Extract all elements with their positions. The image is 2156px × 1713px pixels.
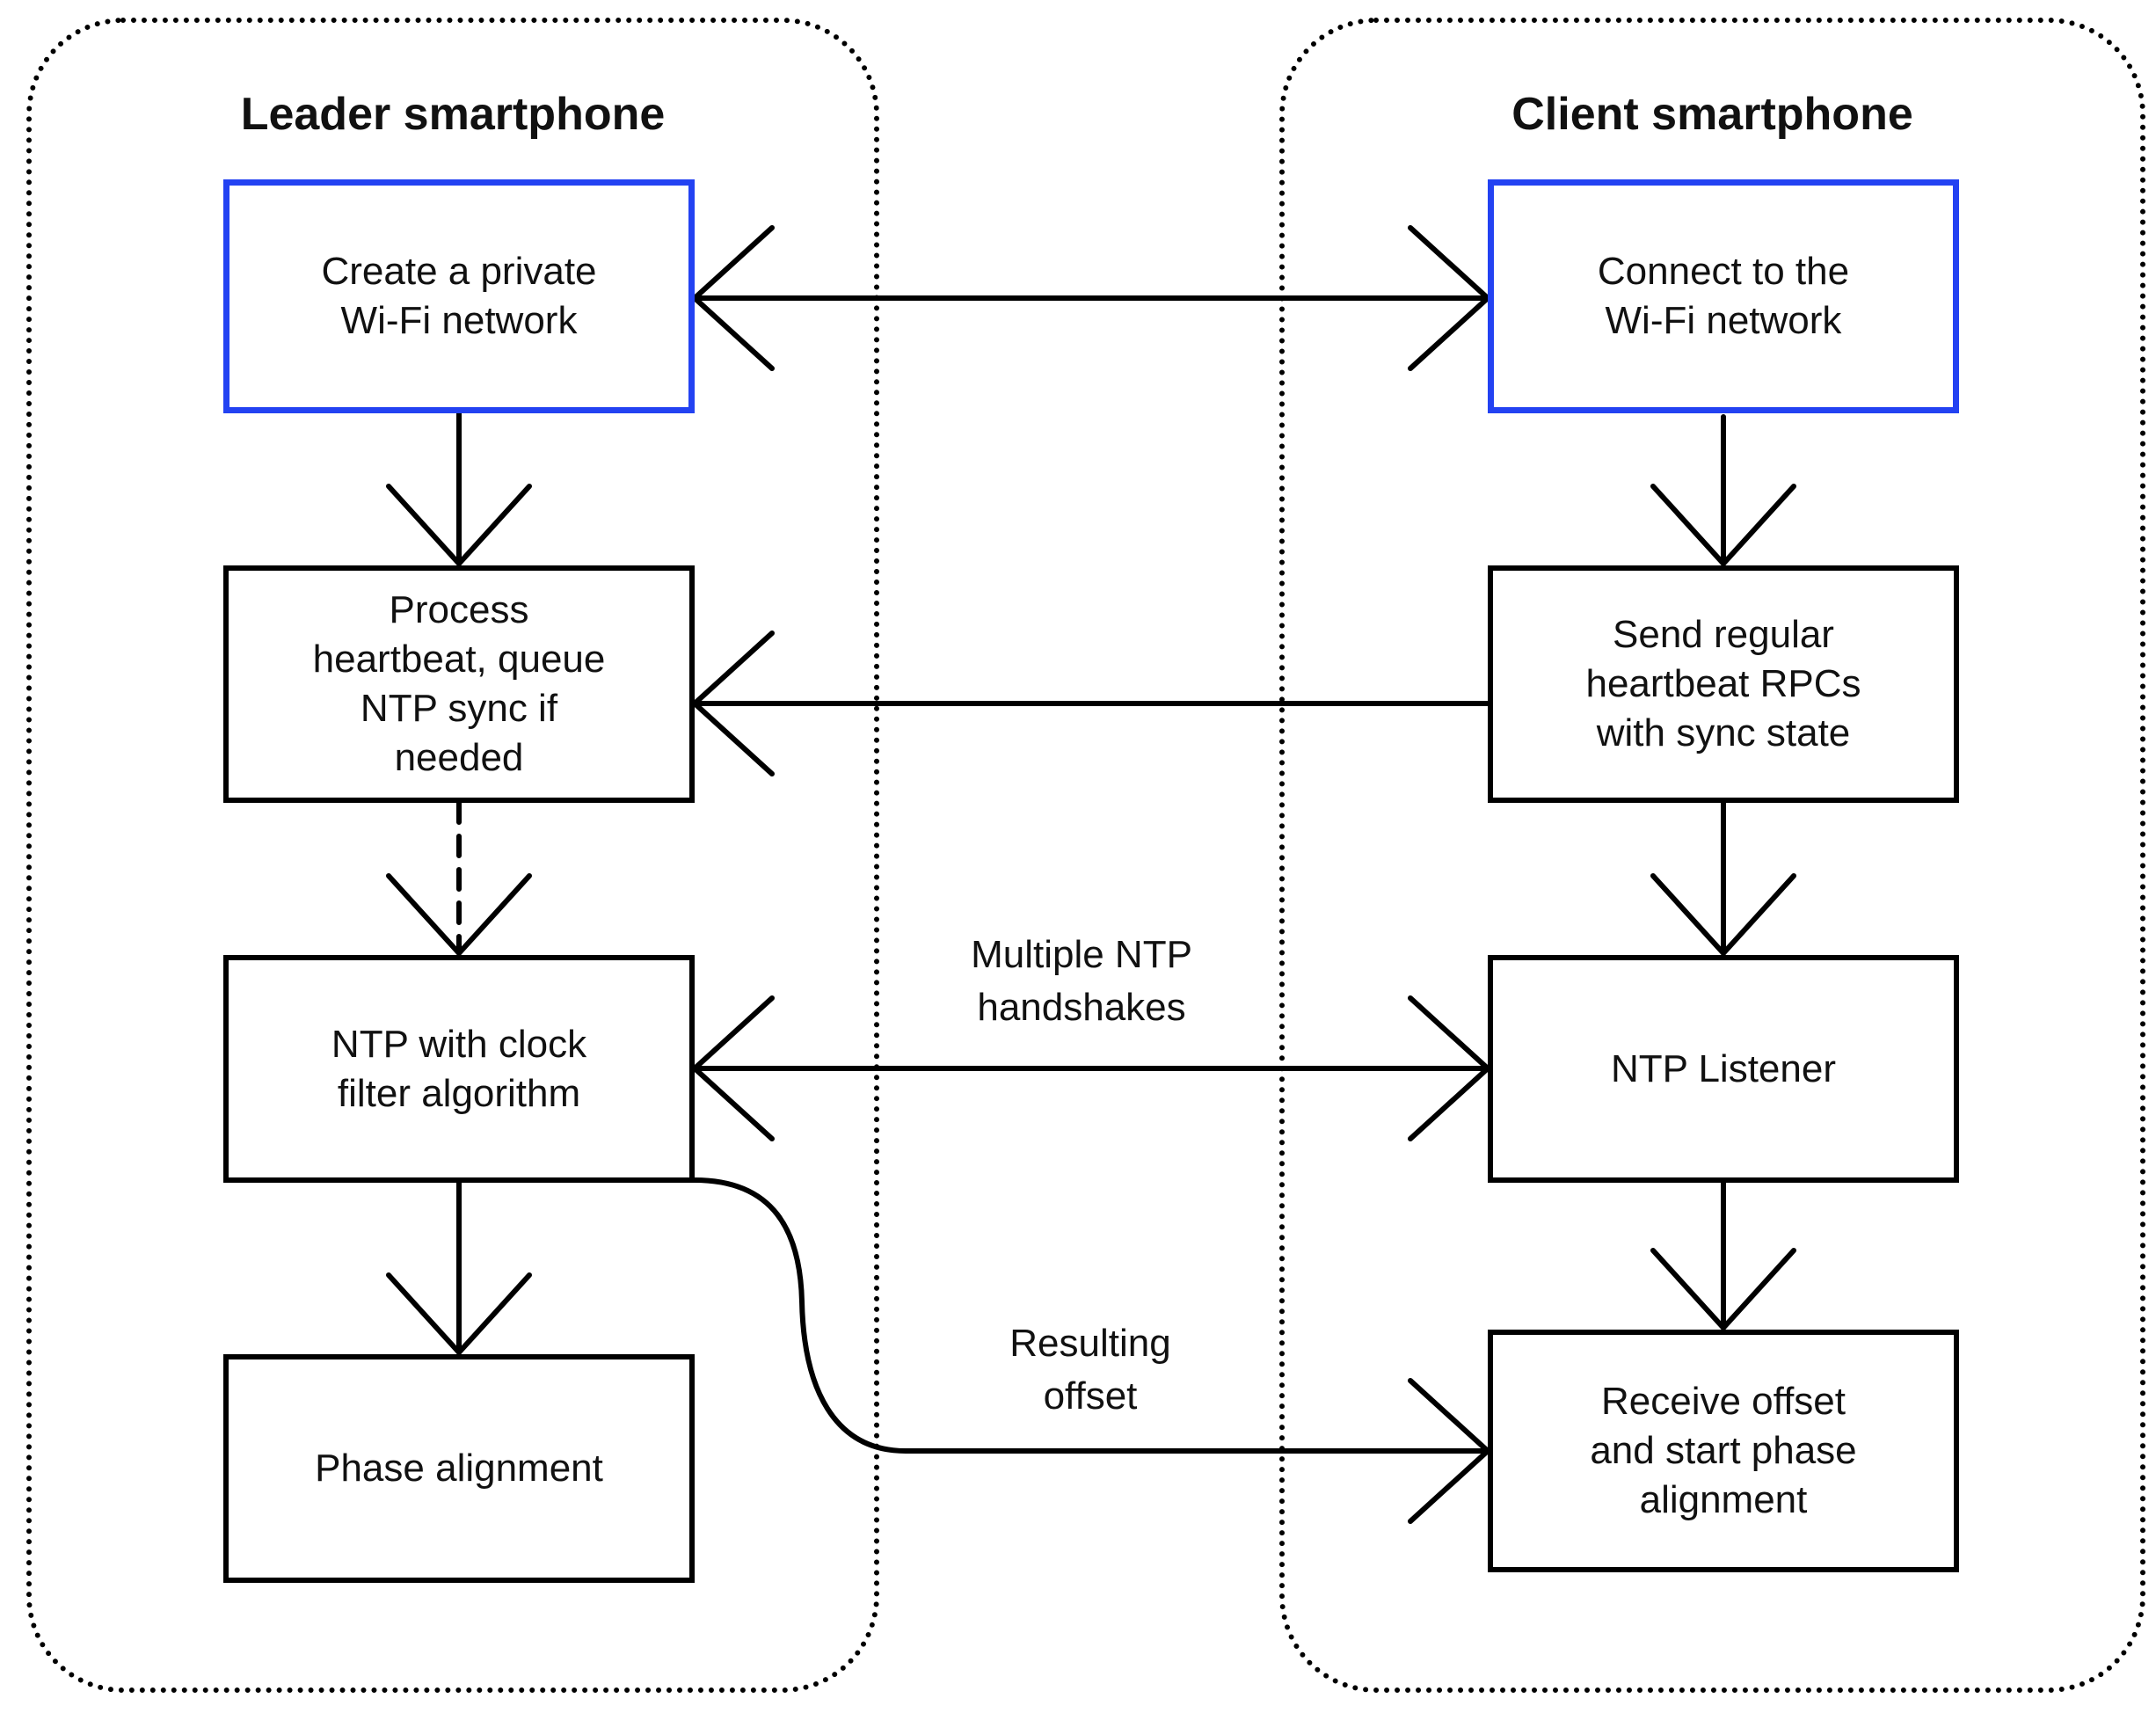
arrow-leader-ntp-to-phase [386,1180,532,1355]
node-ntp-clock-filter: NTP with clock filter algorithm [223,955,695,1183]
arrowhead-down-icon [386,873,532,956]
node-process-heartbeat: Process heartbeat, queue NTP sync if nee… [223,565,695,803]
leader-column-title: Leader smartphone [240,89,666,140]
arrow-leader-wifi-to-process [386,411,532,566]
arrowhead-down-icon [1650,1248,1796,1330]
arrowhead-left-icon [692,225,775,371]
arrowhead-down-icon [386,1272,532,1355]
arrowhead-down-icon [1650,484,1796,566]
node-connect-wifi-network: Connect to the Wi-Fi network [1488,179,1959,413]
client-column-title: Client smartphone [1511,89,1913,140]
arrow-client-wifi-to-heartbeat [1650,414,1796,566]
arrowhead-left-icon [692,995,775,1141]
arrowhead-down-icon [386,484,532,566]
client-smartphone-container [1279,18,2145,1693]
arrowhead-down-icon [1650,873,1796,956]
leader-smartphone-container [26,18,879,1693]
node-create-wifi-network: Create a private Wi-Fi network [223,179,695,413]
arrow-heartbeat-rpc [692,631,1490,776]
node-phase-alignment: Phase alignment [223,1354,695,1583]
label-resulting-offset: Resulting offset [1009,1322,1171,1418]
arrow-leader-process-to-ntp-dashed [386,800,532,956]
arrow-client-heartbeat-to-listener [1650,800,1796,956]
arrow-client-listener-to-receive [1650,1180,1796,1330]
node-send-heartbeat-rpcs: Send regular heartbeat RPCs with sync st… [1488,565,1959,803]
label-multiple-ntp-handshakes: Multiple NTP handshakes [971,933,1192,1029]
arrow-wifi-bidirectional [692,225,1490,371]
node-ntp-listener: NTP Listener [1488,955,1959,1183]
node-receive-offset: Receive offset and start phase alignment [1488,1330,1959,1572]
arrowhead-left-icon [692,631,775,776]
